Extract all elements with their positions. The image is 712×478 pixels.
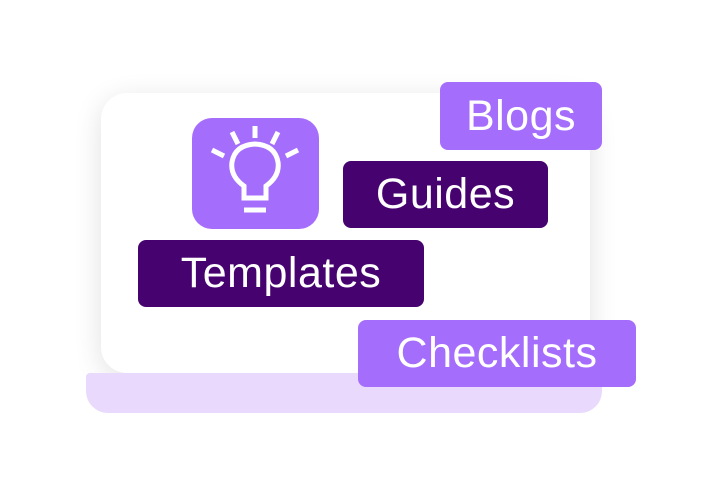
- lightbulb-icon: [210, 126, 300, 213]
- tag-guides: Guides: [343, 161, 548, 228]
- tag-templates: Templates: [138, 240, 424, 307]
- lightbulb-tile: [192, 118, 319, 229]
- tag-checklists: Checklists: [358, 320, 636, 387]
- tag-blogs: Blogs: [440, 82, 602, 150]
